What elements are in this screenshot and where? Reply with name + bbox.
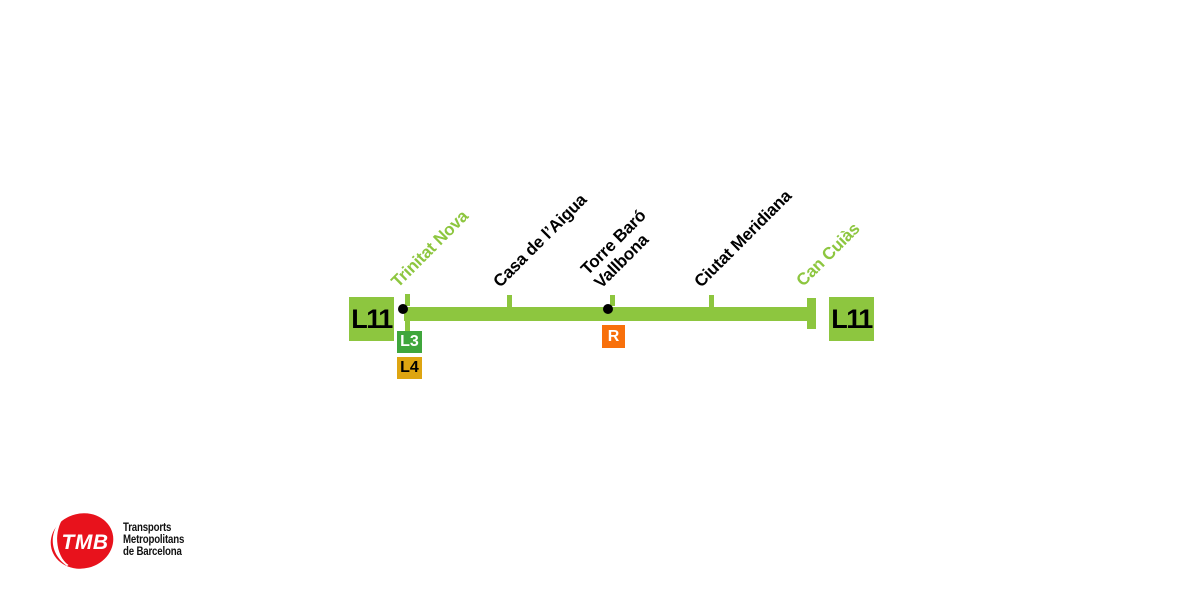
line-endcap-right [807, 298, 816, 329]
station-tick [405, 294, 410, 306]
interchange-marker-icon [603, 304, 613, 314]
connection-badge-l3[interactable]: L3 [397, 331, 422, 353]
station-tick [507, 295, 512, 308]
tmb-caption-line3: de Barcelona [123, 546, 182, 558]
station-label-can-cuias[interactable]: Can Cuiàs [792, 219, 864, 290]
tmb-logo[interactable]: TMB [48, 511, 118, 573]
connection-badge-l4[interactable]: L4 [397, 357, 422, 379]
station-tick [709, 295, 714, 308]
tmb-logo-ellipse [50, 513, 114, 569]
station-label-trinitat-nova[interactable]: Trinitat Nova [387, 206, 472, 291]
station-label-casa-de-l-aigua[interactable]: Casa de l’Aigua [489, 190, 591, 291]
connection-badge-rodalies[interactable]: R [602, 325, 625, 348]
tmb-logo-swoosh-icon [52, 517, 69, 566]
station-label-ciutat-meridiana[interactable]: Ciutat Meridiana [690, 186, 796, 291]
station-tick [610, 295, 615, 306]
line-badge-right: L11 [829, 297, 874, 341]
tmb-caption: Transports Metropolitans de Barcelona [123, 522, 184, 558]
interchange-marker-icon [398, 304, 408, 314]
station-tick [405, 320, 410, 332]
line-badge-left: L11 [349, 297, 394, 341]
tmb-logo-text: TMB [62, 531, 109, 554]
tmb-caption-line2: Metropolitans [123, 534, 185, 546]
line-track [404, 307, 810, 321]
tmb-caption-line1: Transports [123, 522, 172, 534]
